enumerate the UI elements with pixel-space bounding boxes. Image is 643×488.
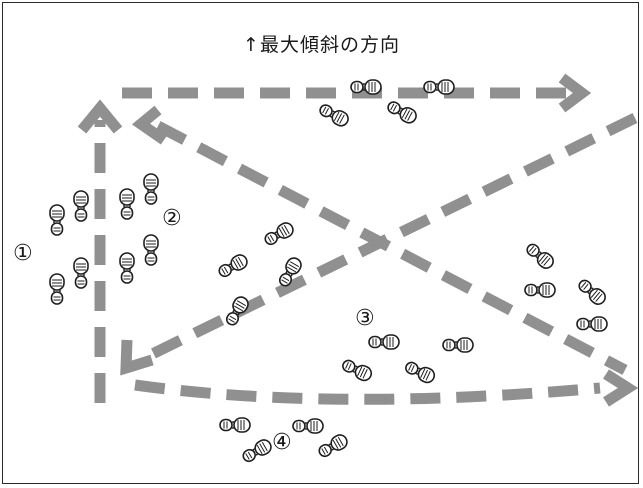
arrowhead-up xyxy=(77,99,123,134)
arrowhead-right-top xyxy=(558,73,592,113)
footprint-2d xyxy=(143,234,159,266)
marker-4: ④ xyxy=(272,430,292,455)
slope-direction-title: ↑最大傾斜の方向 xyxy=(243,34,400,56)
marker-1: ① xyxy=(13,241,33,266)
walking-paths xyxy=(94,87,638,405)
footprint-2b xyxy=(143,173,159,205)
footprint-1a xyxy=(49,204,65,236)
footprint-4a xyxy=(219,417,251,433)
footprint-top-c xyxy=(316,100,352,130)
arrowhead-upper-left xyxy=(131,105,168,145)
footprint-4d xyxy=(315,431,351,461)
footprint-3a xyxy=(368,334,400,350)
footprint-1c xyxy=(49,273,65,305)
footprint-2a xyxy=(119,188,135,220)
footprint-top-a xyxy=(350,79,382,95)
footprint-1b xyxy=(73,190,89,222)
arrowheads xyxy=(77,73,639,407)
footprint-right-a xyxy=(523,240,557,272)
footprint-right-b xyxy=(575,276,609,308)
footprint-right-d xyxy=(576,316,608,332)
footprint-top-d xyxy=(384,97,420,127)
footprint-2c xyxy=(119,252,135,284)
arrowhead-lower-right xyxy=(603,369,639,407)
path-5-bottom-curve xyxy=(134,379,601,405)
footprint-mid-a xyxy=(215,251,251,281)
arrowhead-lower-left xyxy=(120,339,154,376)
footprint-4b xyxy=(292,418,324,434)
footprint-4c xyxy=(239,436,275,466)
footprint-mid-b xyxy=(261,219,297,249)
footprint-1d xyxy=(73,257,89,289)
path-3-diagonal-down xyxy=(155,121,628,375)
footprint-3d xyxy=(402,358,438,386)
footprint-3c xyxy=(339,356,375,384)
marker-3: ③ xyxy=(355,306,375,331)
footprint-top-b xyxy=(423,79,455,95)
marker-2: ② xyxy=(162,206,182,231)
footprint-3b xyxy=(442,337,474,353)
footprint-right-c xyxy=(524,282,556,298)
